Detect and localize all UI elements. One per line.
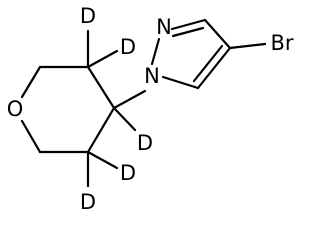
bond-c6-o (20, 119, 42, 154)
bond-c4-d (112, 106, 137, 132)
bond-o-c2 (20, 65, 42, 99)
bond-c5-d-right (86, 150, 119, 170)
bond-c3-c4 (203, 18, 232, 50)
deuterium-c3-upper-label: D (80, 4, 96, 28)
bond-n1-n2 (150, 37, 161, 66)
bond-c3-c4 (86, 65, 116, 110)
pyrazole-n2-label: N (156, 15, 172, 39)
deuterium-c4-label: D (137, 131, 153, 155)
bond-c4-n1 (112, 89, 147, 110)
deuterium-bonds (86, 29, 137, 188)
oxygen-atom-label: O (7, 97, 24, 121)
pyrazole-ring (112, 18, 267, 110)
bromine-atom-label: Br (270, 31, 293, 55)
pyrazole-n1-label: N (144, 64, 160, 88)
bond-c4-c5-single (196, 46, 232, 90)
bond-c5-n1 (161, 75, 200, 90)
bond-c4-c5 (86, 106, 116, 154)
bond-n2-c3-double (171, 26, 205, 38)
deuterium-c5-right-label: D (120, 161, 136, 185)
bond-c4-br (228, 42, 267, 50)
chemical-structure: O N N Br D D D D D (7, 4, 294, 214)
deuterium-c3-right-label: D (120, 35, 136, 59)
bond-c4-c5-double (192, 44, 224, 83)
bond-c3-d-right (86, 49, 119, 69)
oxane-ring (20, 65, 116, 154)
bond-n2-c3-single (170, 18, 207, 31)
deuterium-c5-lower-label: D (80, 190, 96, 214)
